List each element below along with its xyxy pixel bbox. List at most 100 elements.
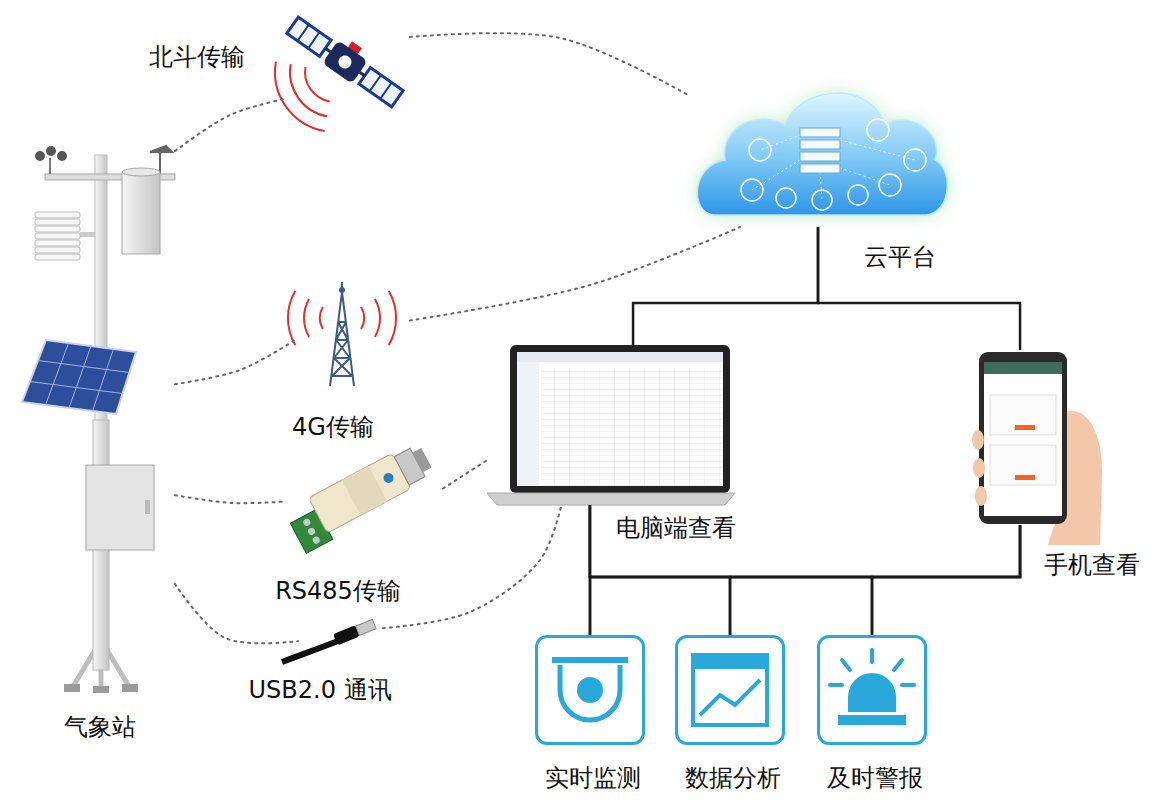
laptop-art [487, 493, 735, 505]
node-label: USB2.0 通讯 [248, 676, 391, 705]
weather-station-art [145, 500, 150, 514]
rs485-converter-art [382, 471, 396, 485]
weather-station-art [35, 233, 80, 239]
transmission-link [410, 33, 688, 95]
cell-tower-art [304, 299, 380, 337]
label-holder: USB2.0 通讯 [248, 676, 391, 705]
monitor-icon [577, 677, 603, 703]
chart-icon [700, 680, 760, 715]
laptop-art [517, 362, 539, 486]
satellite-art [290, 64, 327, 116]
phone-art [1015, 475, 1035, 480]
cloud-art [741, 179, 763, 201]
weather-station-art [122, 172, 160, 254]
weather-station-art [93, 686, 109, 693]
phone-node: 手机查看 [975, 350, 1070, 525]
satellite-art [322, 40, 368, 84]
connector-line [872, 525, 1020, 635]
cloud-art [697, 93, 947, 215]
phone-art [990, 395, 1056, 435]
rs485-converter-art [412, 448, 431, 472]
weather-station-art [35, 240, 80, 246]
weather-station-art [80, 232, 95, 237]
rs485-converter-art [307, 527, 316, 536]
connector-line [633, 227, 818, 345]
weather-station: 气象站 [20, 140, 175, 695]
satellite-art [370, 75, 392, 99]
weather-station-art [30, 343, 129, 411]
monitor-icon [560, 665, 620, 720]
cloud-art [752, 128, 915, 200]
cell-tower-art [330, 282, 354, 386]
alarm-icon [830, 650, 914, 725]
laptop-art [487, 345, 735, 505]
alarm-icon [838, 715, 906, 725]
node-label: 电脑端查看 [616, 514, 736, 543]
node-label: 4G传输 [292, 413, 374, 442]
label-holder: 数据分析 [685, 764, 781, 793]
node-label: 手机查看 [1044, 551, 1140, 580]
rs485-converter-art [308, 453, 411, 533]
transmission-link [175, 99, 285, 151]
function-box: 及时警报 [817, 635, 927, 745]
label-holder: RS485传输 [275, 577, 401, 606]
satellite-art [334, 51, 356, 73]
usb-cable-art [282, 618, 377, 662]
node-label: 气象站 [64, 713, 136, 742]
node-label: RS485传输 [275, 577, 401, 606]
weather-station-art [35, 212, 80, 218]
weather-station-art [22, 146, 175, 693]
weather-station-art [35, 226, 80, 232]
phone-art [990, 445, 1056, 485]
cloud-art [749, 139, 771, 161]
alarm-icon [830, 650, 914, 685]
node-label: 数据分析 [685, 764, 781, 793]
chart-icon [693, 655, 767, 725]
cloud-art [776, 188, 796, 208]
label-holder: 北斗传输 [149, 43, 245, 72]
weather-station-art [35, 247, 80, 253]
weather-station-art [64, 684, 80, 692]
rs485-converter-art [342, 466, 387, 515]
phone-art [975, 486, 987, 506]
laptop-art [510, 345, 730, 493]
node-label: 云平台 [864, 243, 936, 272]
chart-icon [693, 655, 767, 669]
phone-art [972, 352, 1102, 545]
cloud-art [800, 152, 840, 161]
usb-cable-art [282, 641, 338, 662]
chart-icon [693, 655, 767, 725]
cloud-art [879, 174, 901, 196]
cell-tower: 4G传输 [295, 262, 410, 392]
transmission-link [383, 505, 561, 628]
label-holder: 实时监测 [545, 764, 641, 793]
phone-art [973, 458, 985, 478]
weather-station-art [57, 151, 67, 161]
label-holder: 手机查看 [1044, 551, 1140, 580]
weather-station-art [49, 158, 51, 174]
cloud-art [904, 149, 926, 171]
transmission-link [443, 460, 487, 488]
phone-art [1015, 425, 1035, 430]
usb-cable-art [333, 618, 376, 645]
phone-art [979, 352, 1067, 524]
satellite-node: 北斗传输 [285, 18, 410, 113]
node-label: 北斗传输 [149, 43, 245, 72]
satellite-art [287, 17, 331, 56]
cell-tower-art [288, 282, 396, 386]
transmission-link [410, 227, 740, 321]
weather-station-art [46, 146, 56, 156]
weather-station-art [122, 684, 138, 692]
node-label: 及时警报 [827, 764, 923, 793]
weather-station-art [35, 219, 80, 225]
label-holder: 4G传输 [292, 413, 374, 442]
function-box: 实时监测 [535, 635, 645, 745]
cloud-art [697, 93, 947, 215]
cell-tower-art [320, 307, 364, 329]
cloud-art [812, 190, 832, 210]
label-holder: 电脑端查看 [616, 514, 736, 543]
alarm-icon [848, 673, 896, 712]
